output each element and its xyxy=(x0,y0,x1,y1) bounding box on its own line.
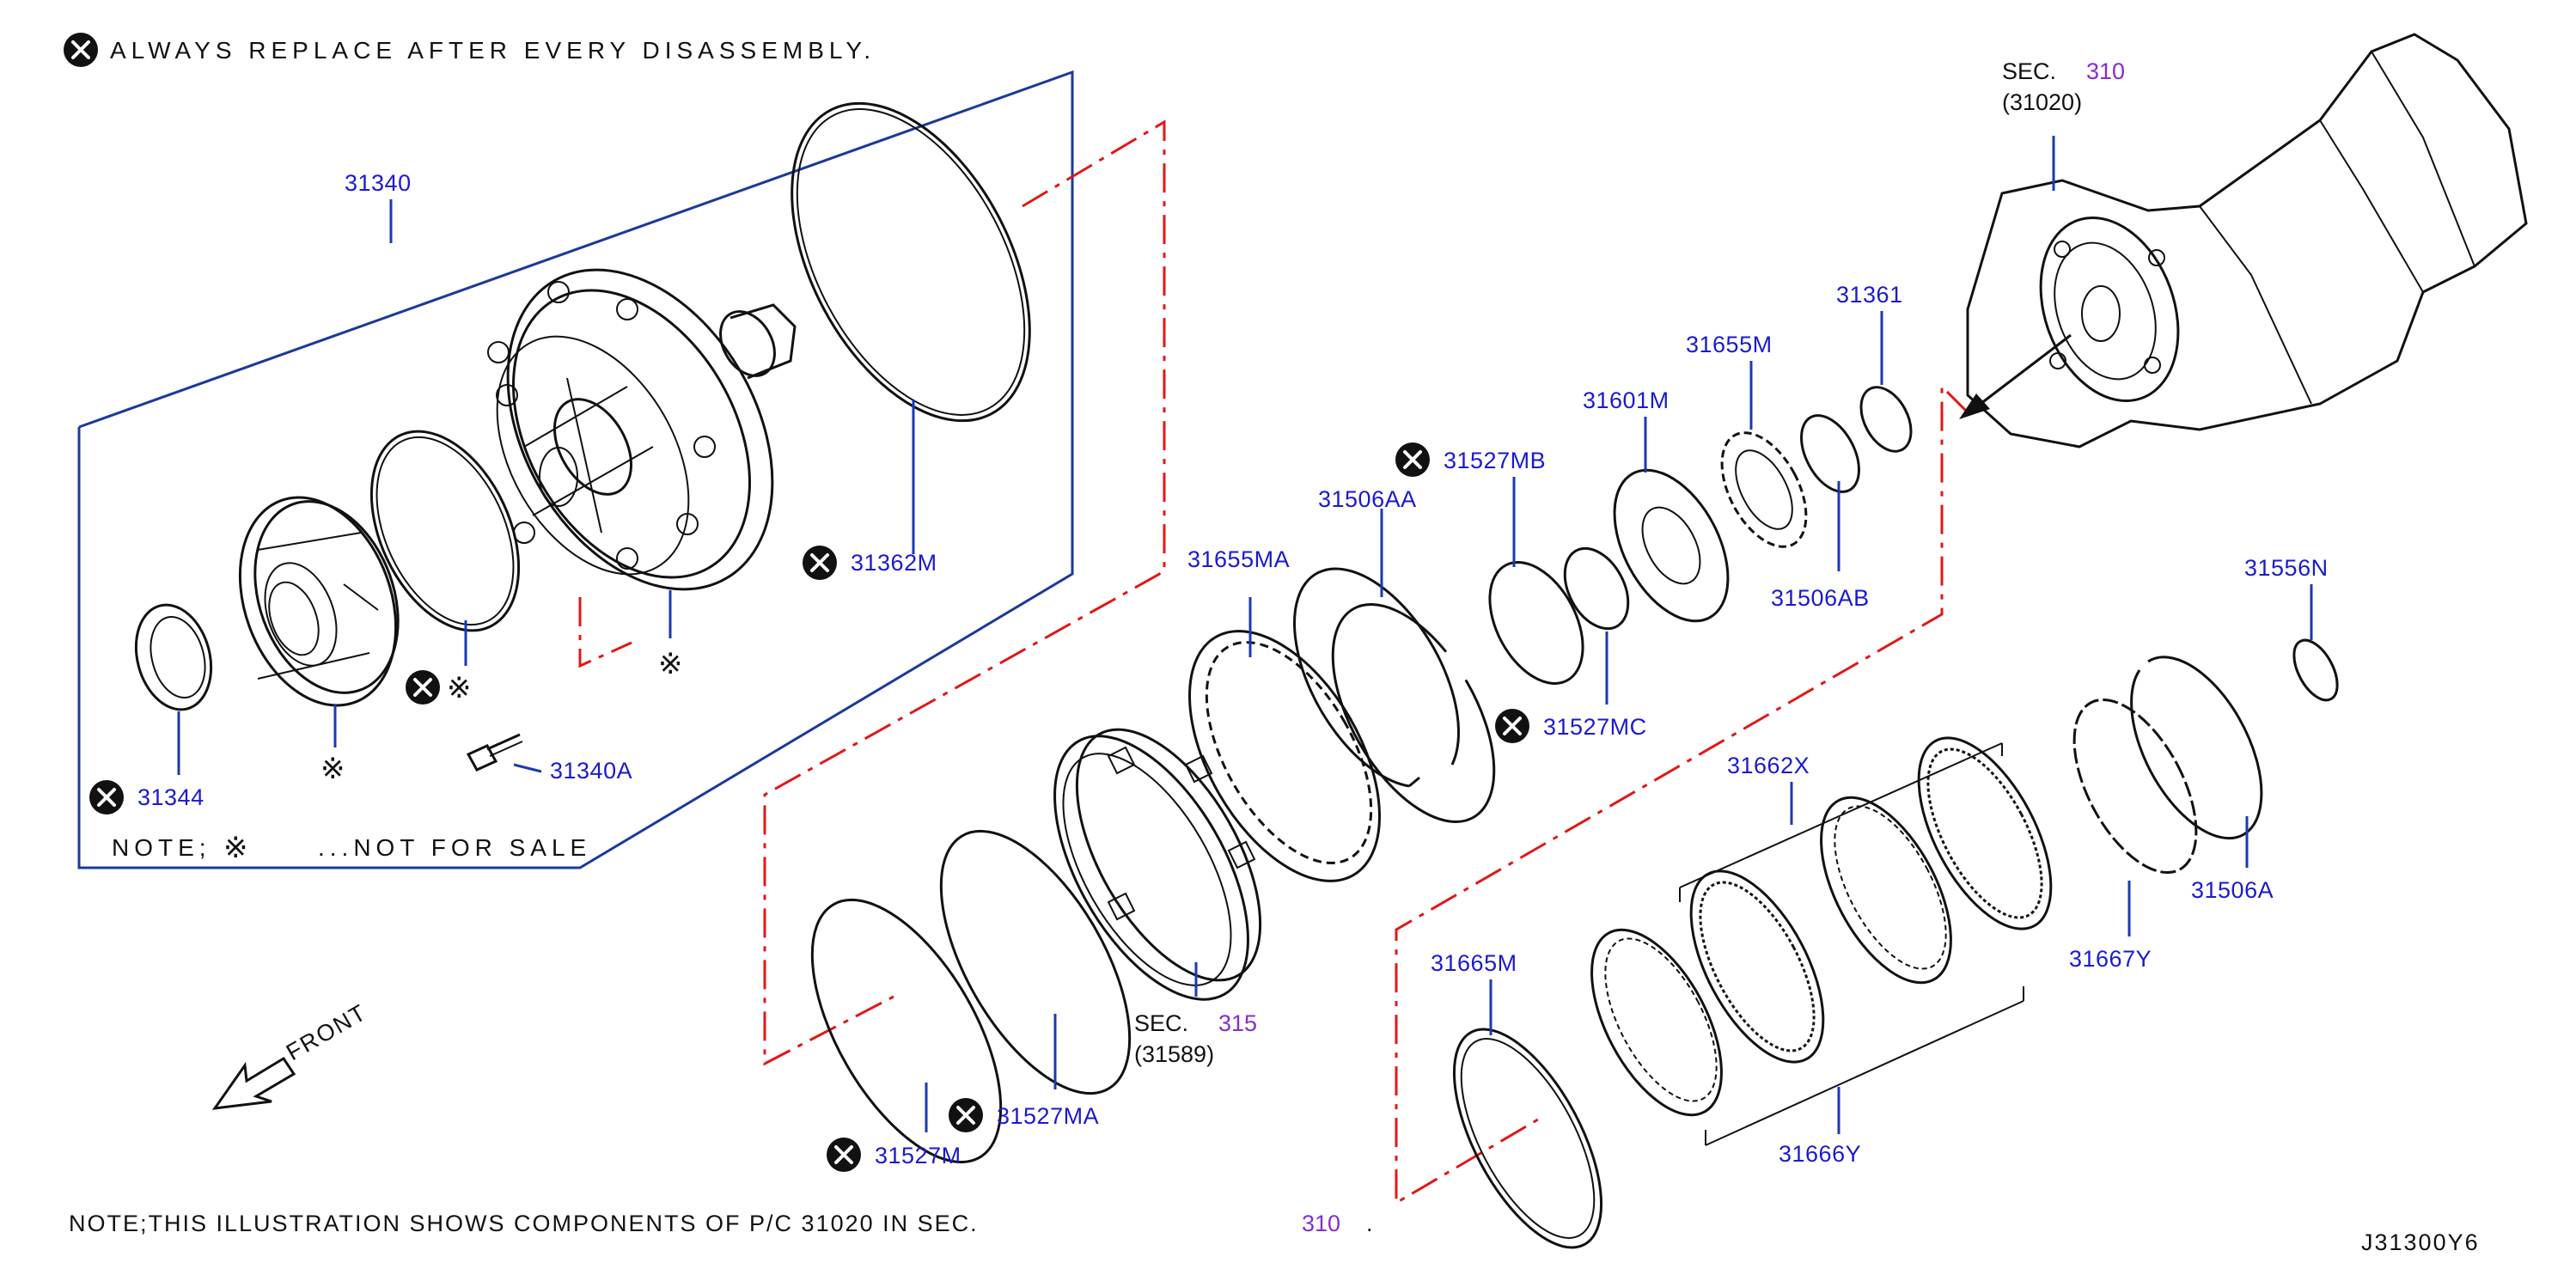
label-31506ab: 31506AB xyxy=(1771,585,1870,611)
ring-31527m[interactable] xyxy=(774,870,1040,1192)
front-label: FRONT xyxy=(282,999,371,1065)
ring-31527mb[interactable] xyxy=(1471,546,1602,699)
sec-number-310[interactable]: 310 xyxy=(2086,58,2125,84)
note-prefix: NOTE; xyxy=(112,834,211,861)
replace-x-icon xyxy=(64,33,98,67)
label-31655m: 31655M xyxy=(1686,332,1773,357)
replace-x-icon xyxy=(827,1138,861,1172)
sec-number-315[interactable]: 315 xyxy=(1218,1010,1257,1036)
label-31506aa: 31506AA xyxy=(1318,486,1417,512)
replace-x-icon xyxy=(406,670,440,705)
pump-assembly-box xyxy=(77,70,1074,869)
thrust-washer-31601m[interactable] xyxy=(1591,451,1751,639)
label-31527mc: 31527MC xyxy=(1543,714,1647,740)
o-ring-31362m[interactable] xyxy=(743,64,1079,460)
bottom-note-text: NOTE;THIS ILLUSTRATION SHOWS COMPONENTS … xyxy=(69,1211,979,1236)
pump-cover[interactable] xyxy=(212,475,423,727)
sec-310-callout[interactable]: SEC. 310 (31020) xyxy=(2002,58,2125,115)
label-31527ma: 31527MA xyxy=(997,1103,1099,1129)
note-suffix: ...NOT FOR SALE xyxy=(318,834,591,861)
label-31527mb: 31527MB xyxy=(1444,448,1546,473)
bottom-note-dot: . xyxy=(1366,1211,1375,1236)
label-31666y: 31666Y xyxy=(1779,1141,1861,1167)
clutch-discs-31662x[interactable] xyxy=(1664,717,2079,1083)
label-31556n: 31556N xyxy=(2244,555,2329,581)
retaining-plate-31665m[interactable] xyxy=(1425,1007,1632,1269)
assembly-line-right xyxy=(1395,383,1969,1205)
ring-31556n[interactable] xyxy=(2286,633,2347,707)
snap-ring-31506a[interactable] xyxy=(2130,656,2263,840)
replace-x-icon xyxy=(89,780,124,814)
bottom-note: NOTE;THIS ILLUSTRATION SHOWS COMPONENTS … xyxy=(69,1211,1375,1236)
replace-x-icon xyxy=(949,1098,983,1132)
label-31340a: 31340A xyxy=(550,758,632,784)
clutch-plates-31666y[interactable] xyxy=(1565,778,1977,1136)
location-arrow-icon xyxy=(1959,333,2072,419)
not-for-sale-mark: ※ xyxy=(658,647,683,681)
sec-code: (31020) xyxy=(2002,89,2082,115)
bottom-note-sec[interactable]: 310 xyxy=(1302,1211,1340,1236)
oil-seal-31344[interactable] xyxy=(125,596,222,718)
label-31361: 31361 xyxy=(1836,282,1903,308)
not-for-sale-mark: ※ xyxy=(223,831,248,865)
not-for-sale-mark: ※ xyxy=(320,752,345,786)
label-31506a: 31506A xyxy=(2191,877,2274,903)
sec-code: (31589) xyxy=(1134,1041,1214,1067)
assembly-line-left xyxy=(763,119,1166,1066)
replace-x-icon xyxy=(1495,709,1529,743)
snap-ring-31506ab[interactable] xyxy=(1790,406,1871,501)
label-31344: 31344 xyxy=(137,784,204,810)
label-31340: 31340 xyxy=(345,170,412,196)
leader-31340a xyxy=(513,763,542,773)
sec-label: SEC. xyxy=(2002,58,2056,84)
not-for-sale-mark: ※ xyxy=(447,671,472,705)
replace-note: ALWAYS REPLACE AFTER EVERY DISASSEMBLY. xyxy=(64,33,876,67)
oil-pump-body[interactable] xyxy=(454,223,827,636)
snap-ring-31506aa[interactable] xyxy=(1293,567,1460,788)
replace-x-icon xyxy=(803,546,837,580)
label-31662x: 31662X xyxy=(1727,753,1810,778)
clutch-pack-bracket xyxy=(1679,742,2024,1146)
assembly-line-pump xyxy=(578,597,632,668)
bearing-31655m[interactable] xyxy=(1705,419,1823,561)
not-for-sale-note: NOTE; ※ ...NOT FOR SALE xyxy=(112,831,591,865)
transmission-assembly[interactable] xyxy=(1966,33,2528,448)
bolt-31340a[interactable] xyxy=(466,733,523,772)
replace-note-text: ALWAYS REPLACE AFTER EVERY DISASSEMBLY. xyxy=(110,37,876,64)
sec-315-callout[interactable]: SEC. 315 (31589) xyxy=(1134,1010,1257,1067)
bearing-31655ma[interactable] xyxy=(1151,599,1419,912)
clutch-hub[interactable] xyxy=(1015,700,1297,1031)
label-31667y: 31667Y xyxy=(2069,946,2152,972)
o-ring-inner[interactable] xyxy=(342,408,548,654)
front-arrow-icon xyxy=(211,1056,296,1110)
label-31601m: 31601M xyxy=(1583,387,1670,413)
label-31527m: 31527M xyxy=(875,1143,961,1168)
label-31665m: 31665M xyxy=(1431,950,1517,976)
label-31655ma: 31655MA xyxy=(1187,546,1290,572)
sec-label: SEC. xyxy=(1134,1010,1188,1036)
label-31362m: 31362M xyxy=(851,550,937,576)
dish-plate-31667y[interactable] xyxy=(2049,680,2221,892)
washer-31361[interactable] xyxy=(1851,379,1921,460)
diagram-id: J31300Y6 xyxy=(2361,1229,2480,1255)
replace-x-icon xyxy=(1395,442,1430,477)
ring-31527ma[interactable] xyxy=(903,802,1169,1123)
ring-31527mc[interactable] xyxy=(1552,538,1640,639)
